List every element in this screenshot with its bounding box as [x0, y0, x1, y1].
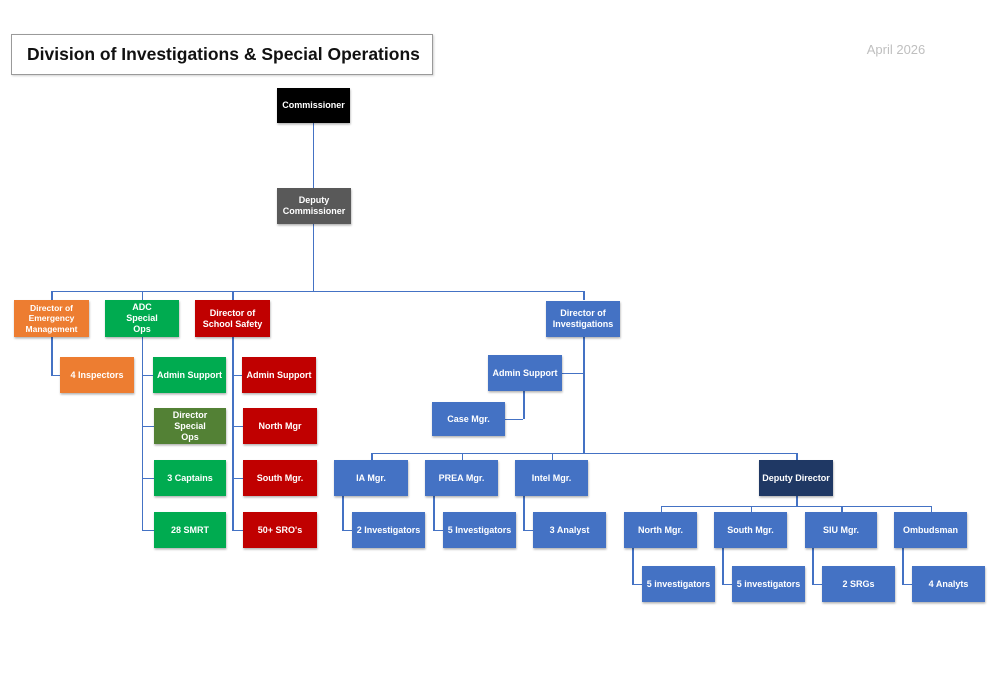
connector-line: [583, 337, 585, 453]
connector-line: [523, 496, 525, 530]
connector-line: [523, 391, 525, 419]
node-deputy-director: Deputy Director: [759, 460, 833, 496]
connector-line: [141, 529, 154, 531]
connector-line: [51, 290, 584, 292]
node-adc-special-ops: ADC Special Ops: [105, 300, 179, 337]
node-2-investigators: 2 Investigators: [352, 512, 425, 548]
node-commissioner: Commissioner: [277, 88, 350, 123]
node-director-special-ops: Director Special Ops: [154, 408, 226, 444]
connector-line: [141, 425, 154, 427]
connector-line: [371, 452, 796, 454]
connector-line: [750, 506, 752, 512]
connector-line: [141, 291, 143, 300]
node-5-investigators-north: 5 investigators: [642, 566, 715, 602]
connector-line: [523, 529, 533, 531]
connector-line: [232, 291, 234, 300]
connector-line: [812, 548, 814, 584]
node-3-analyst: 3 Analyst: [533, 512, 606, 548]
node-adc-admin-support: Admin Support: [153, 357, 226, 393]
connector-line: [902, 548, 904, 584]
connector-line: [812, 583, 822, 585]
connector-line: [841, 506, 843, 512]
node-intel-mgr: Intel Mgr.: [515, 460, 588, 496]
node-ia-mgr: IA Mgr.: [334, 460, 408, 496]
connector-line: [51, 291, 53, 300]
connector-line: [660, 505, 931, 507]
connector-line: [232, 374, 242, 376]
connector-line: [232, 477, 243, 479]
connector-line: [722, 583, 732, 585]
node-28-smrt: 28 SMRT: [154, 512, 226, 548]
node-4-inspectors: 4 Inspectors: [60, 357, 134, 393]
connector-line: [632, 583, 642, 585]
connector-line: [342, 496, 344, 530]
connector-line: [583, 291, 585, 300]
connector-line: [930, 506, 932, 512]
connector-line: [232, 337, 234, 530]
node-4-analyts: 4 Analyts: [912, 566, 985, 602]
node-inv-admin-support: Admin Support: [488, 355, 562, 391]
connector-line: [660, 506, 662, 512]
node-ombudsman: Ombudsman: [894, 512, 967, 548]
connector-line: [796, 453, 798, 460]
connector-line: [312, 123, 314, 188]
node-south-mgr: South Mgr.: [714, 512, 787, 548]
node-north-mgr: North Mgr.: [624, 512, 697, 548]
node-5-investigators-prea: 5 Investigators: [443, 512, 516, 548]
connector-line: [505, 418, 523, 420]
connector-line: [632, 548, 634, 584]
connector-line: [141, 477, 154, 479]
node-50-plus-sros: 50+ SRO's: [243, 512, 317, 548]
connector-line: [232, 529, 243, 531]
node-prea-mgr: PREA Mgr.: [425, 460, 498, 496]
connector-line: [461, 453, 463, 460]
node-ss-admin-support: Admin Support: [242, 357, 316, 393]
page-title: Division of Investigations & Special Ope…: [11, 34, 433, 75]
connector-line: [551, 453, 553, 460]
date-label: April 2026: [866, 42, 926, 57]
connector-line: [902, 583, 912, 585]
connector-line: [342, 529, 352, 531]
connector-line: [312, 224, 314, 291]
node-siu-mgr: SIU Mgr.: [805, 512, 877, 548]
node-ss-north-mgr: North Mgr: [243, 408, 317, 444]
node-case-mgr: Case Mgr.: [432, 402, 505, 436]
node-director-school-safety: Director of School Safety: [195, 300, 270, 337]
connector-line: [141, 374, 153, 376]
node-3-captains: 3 Captains: [154, 460, 226, 496]
connector-line: [141, 337, 143, 530]
connector-line: [562, 372, 583, 374]
connector-line: [796, 496, 798, 506]
node-5-investigators-south: 5 investigators: [732, 566, 805, 602]
node-2-srgs: 2 SRGs: [822, 566, 895, 602]
node-deputy-commissioner: Deputy Commissioner: [277, 188, 351, 224]
connector-line: [51, 337, 53, 375]
node-ss-south-mgr: South Mgr.: [243, 460, 317, 496]
connector-line: [371, 453, 373, 460]
connector-line: [433, 496, 435, 530]
connector-line: [722, 548, 724, 584]
connector-line: [433, 529, 443, 531]
connector-line: [232, 425, 243, 427]
connector-line: [51, 374, 60, 376]
node-director-emergency-management: Director of Emergency Management: [14, 300, 89, 337]
node-director-investigations: Director of Investigations: [546, 301, 620, 337]
